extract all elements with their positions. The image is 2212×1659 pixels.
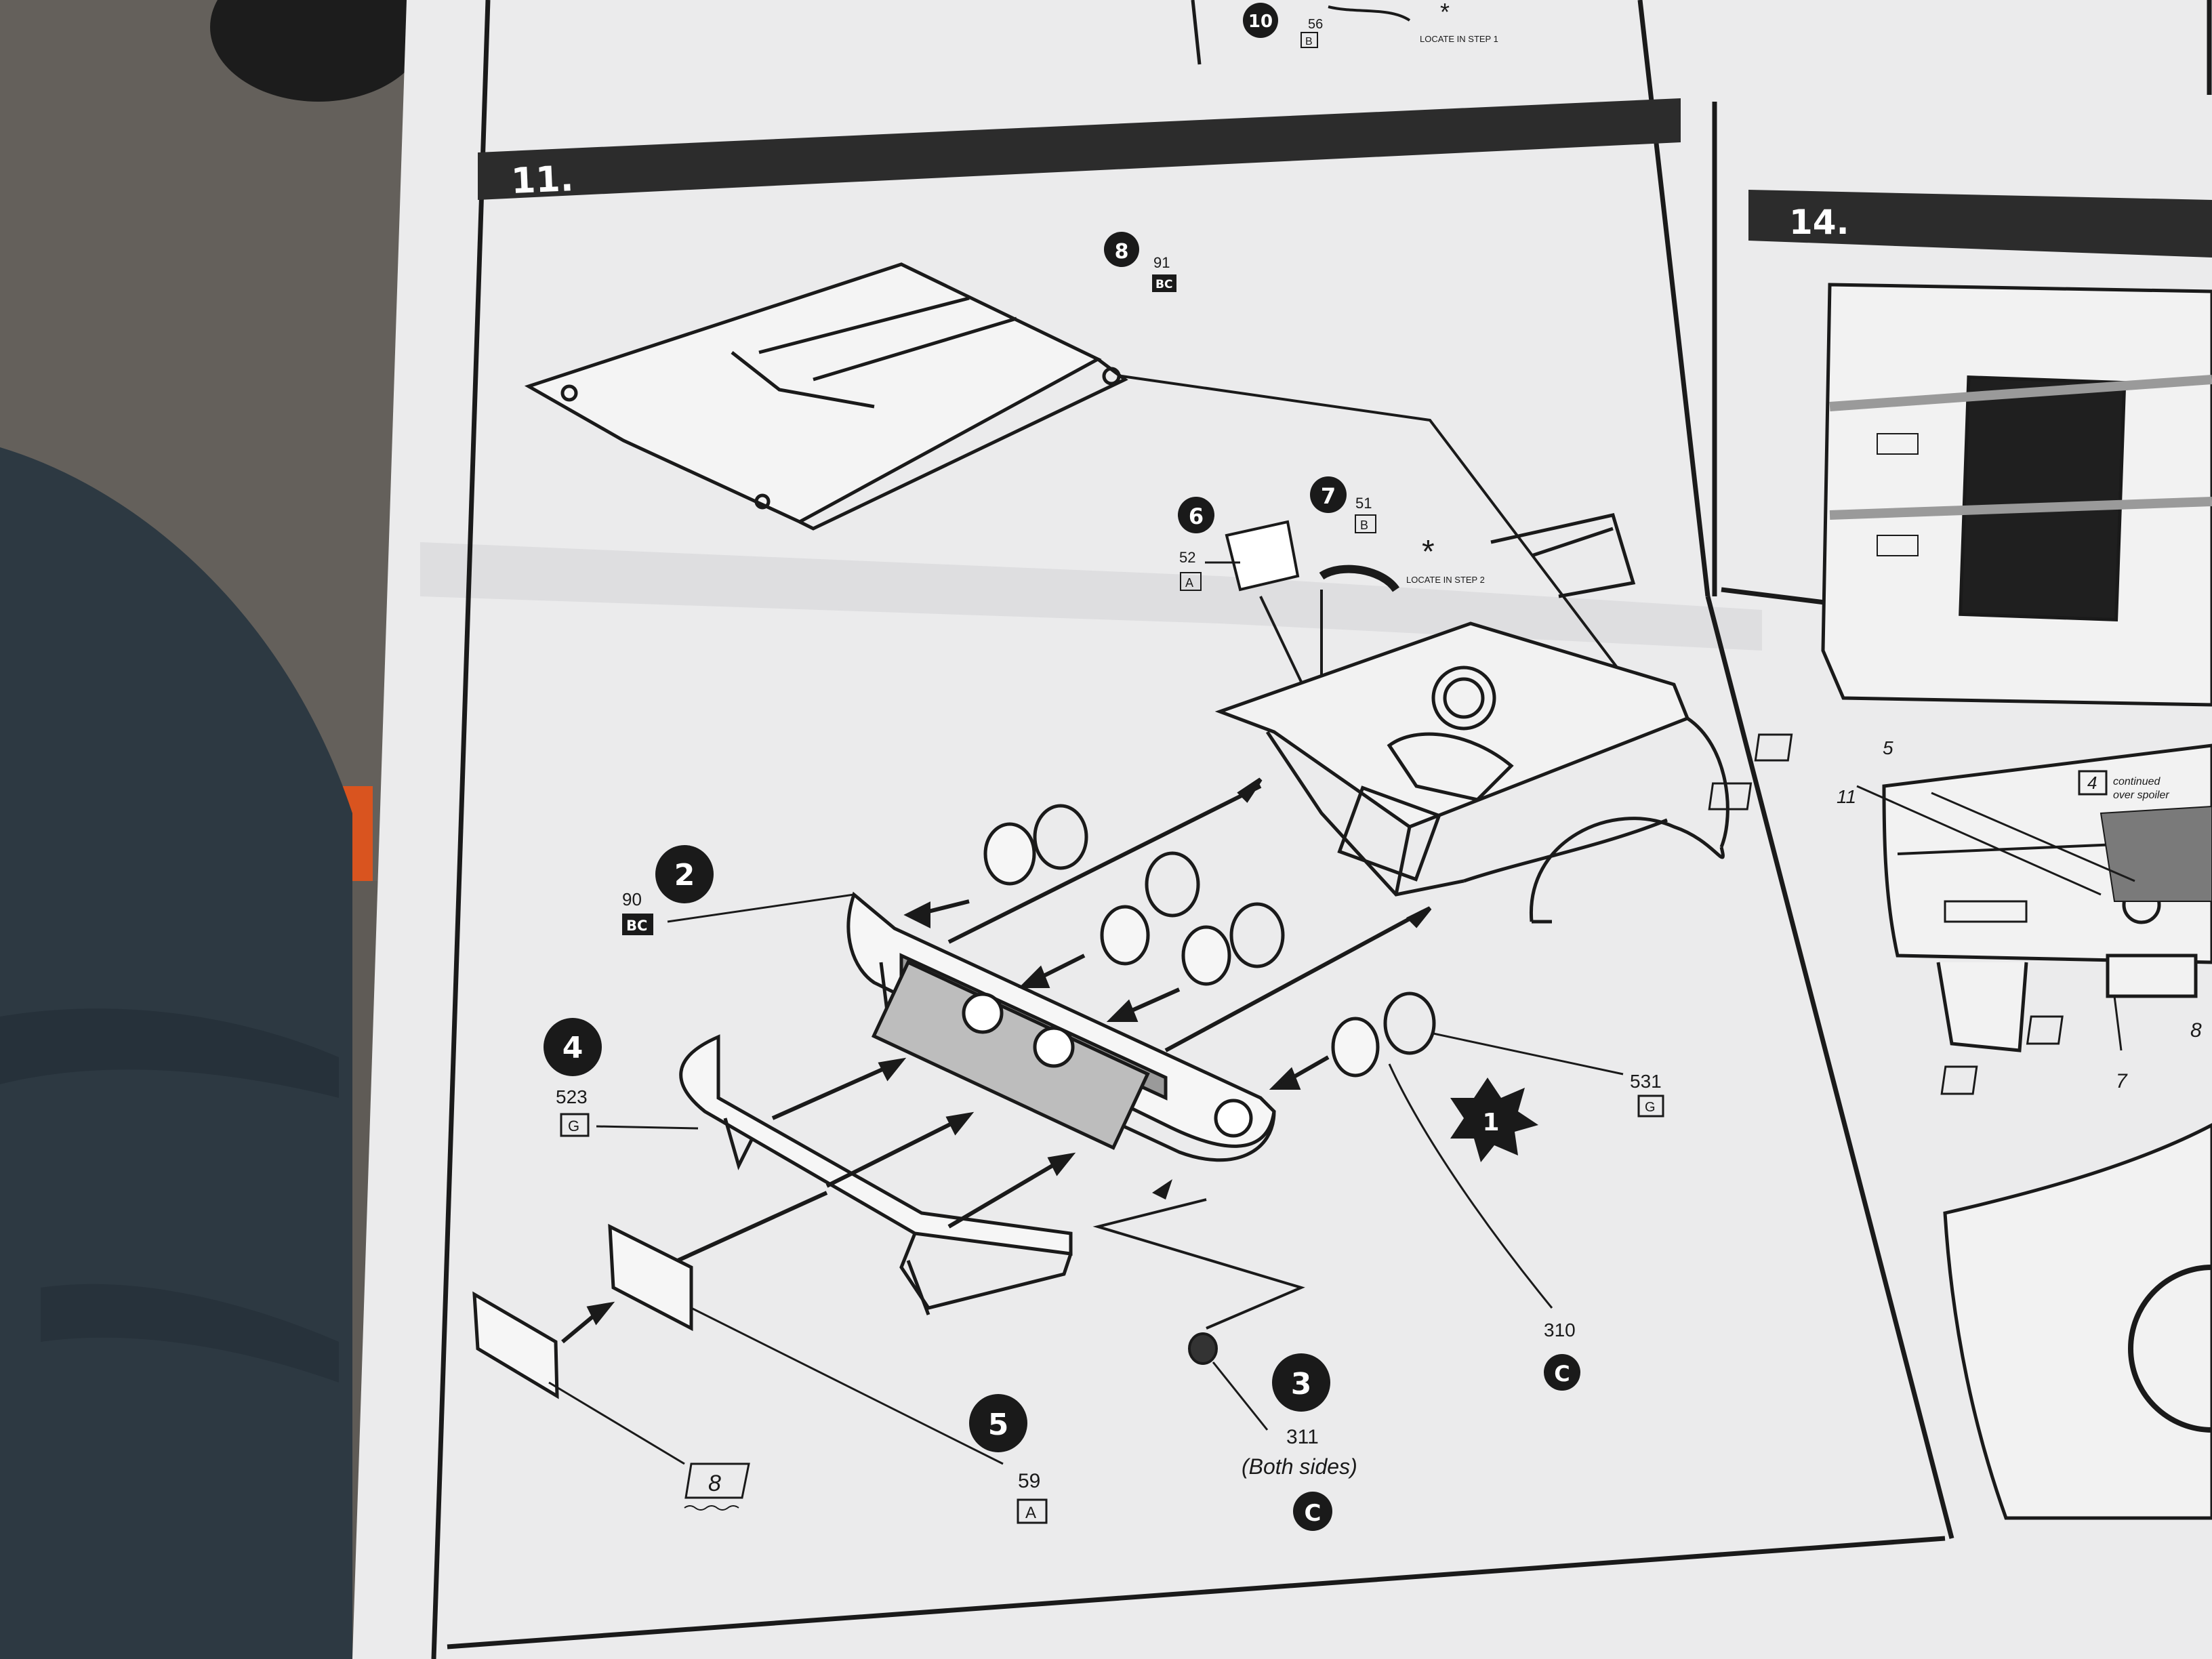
callout-3-badge <box>1272 1353 1330 1412</box>
step14-callouts: 5 11 4 continued over spoiler 7 8 <box>1708 733 2202 1095</box>
callout-5-number: 5 <box>988 1408 1009 1442</box>
step14-header-band <box>1748 190 2212 258</box>
grille-drawing <box>846 891 1276 1162</box>
rear-window <box>1959 375 2127 621</box>
step11-header-band <box>478 98 1681 200</box>
callout-6-tree: A <box>1185 576 1193 590</box>
step10-number-badge <box>1243 3 1278 38</box>
car-front-drawing <box>1214 513 1729 924</box>
headlight-parts <box>983 804 1436 1078</box>
dark-object <box>210 0 427 102</box>
callout-2: 2 90 BC <box>622 845 855 935</box>
step14-decal11: 11 <box>1837 786 1856 807</box>
step14-decal4-note2: over spoiler <box>2113 790 2169 801</box>
callout-8-number: 8 <box>1115 240 1129 264</box>
callout-2-number: 2 <box>674 858 695 893</box>
callout-4-tree: G <box>568 1118 579 1134</box>
step10-panel: 10 56 B * LOCATE IN STEP 1 <box>1191 0 1498 65</box>
step10-part: 56 <box>1308 17 1323 32</box>
step14-decal5: 5 <box>1883 737 1893 758</box>
callout-531: 531 G <box>1433 1032 1664 1118</box>
callout-8-tree: BC <box>1155 278 1172 291</box>
callout-5-tree: A <box>1025 1504 1036 1522</box>
callout-4-number: 4 <box>562 1031 583 1065</box>
callout-3-number: 3 <box>1291 1367 1312 1401</box>
step11-header: 11. <box>510 159 575 202</box>
lamp-arrow <box>1152 1179 1172 1200</box>
callout-2-part: 90 <box>622 889 642 909</box>
hood-drawing <box>524 262 1128 531</box>
denim-fold-2 <box>41 1284 339 1382</box>
step14-decal7: 7 <box>2116 1070 2128 1092</box>
callout-6-part: 52 <box>1179 549 1195 566</box>
callout-310: 310 C <box>1388 1063 1580 1391</box>
step14-decal4-note1: continued <box>2113 776 2160 787</box>
hood-leader <box>1121 375 1621 672</box>
decal-8-part: 8 <box>708 1471 721 1496</box>
step14-decal4: 4 <box>2087 773 2097 793</box>
callout-3: 3 311 (Both sides) C <box>1212 1353 1357 1531</box>
callout-6: 6 52 A <box>1178 497 1330 739</box>
callout-4: 4 523 G <box>544 1018 699 1137</box>
callout-7-note: LOCATE IN STEP 2 <box>1406 575 1485 585</box>
callout-1: 1 <box>1450 1078 1538 1162</box>
step14-header: 14. <box>1789 203 1849 242</box>
callout-5-part: 59 <box>1018 1470 1040 1492</box>
callout-8-badge <box>1104 232 1139 267</box>
callout-7: 7 51 B * LOCATE IN STEP 2 <box>1310 476 1485 732</box>
grille-mesh <box>871 960 1150 1150</box>
callout-6-number: 6 <box>1189 504 1204 529</box>
lamp-part <box>1188 1332 1218 1365</box>
callout-5-badge <box>969 1394 1027 1452</box>
callout-310-tree-badge <box>1544 1354 1580 1391</box>
callout-1-number: 1 <box>1482 1109 1499 1136</box>
callout-7-number: 7 <box>1321 483 1336 509</box>
step10-tree: B <box>1305 36 1313 47</box>
callout-3-tree: C <box>1305 1500 1322 1527</box>
lamp-leader <box>1092 1198 1305 1330</box>
callout-7-asterisk: * <box>1422 534 1435 570</box>
callout-2-tree: BC <box>626 918 647 934</box>
bumper-drawing <box>679 1034 1073 1315</box>
callout-3-note: (Both sides) <box>1242 1454 1357 1479</box>
callout-7-tree: B <box>1360 518 1368 532</box>
callout-531-part: 531 <box>1630 1071 1662 1092</box>
decal-8: 8 <box>548 1381 750 1511</box>
callout-3-part: 311 <box>1286 1426 1319 1448</box>
callout-310-tree: C <box>1554 1361 1570 1387</box>
step10-asterisk: * <box>1440 0 1450 26</box>
callout-2-badge <box>655 845 714 903</box>
callout-7-badge <box>1310 476 1347 513</box>
callout-8-hood: 8 91 BC <box>1104 232 1176 292</box>
callout-8-part: 91 <box>1153 254 1170 271</box>
callout-4-badge <box>544 1018 602 1076</box>
fold-shadow <box>420 542 1762 651</box>
callout-3-tree-badge <box>1293 1492 1332 1531</box>
callout-4-part: 523 <box>556 1086 588 1107</box>
callout-1-star <box>1450 1078 1538 1162</box>
callout-310-part: 310 <box>1544 1319 1576 1340</box>
step10-note: LOCATE IN STEP 1 <box>1420 34 1498 44</box>
plate-parts <box>472 1223 693 1399</box>
callout-531-tree: G <box>1645 1100 1656 1115</box>
step14-decal8: 8 <box>2190 1019 2202 1042</box>
step14-drawings <box>1821 283 2212 1520</box>
air-cleaner <box>1431 665 1496 731</box>
callout-7-part: 51 <box>1355 495 1372 512</box>
denim-fold <box>0 1008 339 1098</box>
assembly-arrows <box>561 777 1432 1344</box>
callout-6-badge <box>1178 497 1214 533</box>
step10-number: 10 <box>1248 12 1273 32</box>
callout-5: 5 59 A <box>691 1307 1048 1524</box>
